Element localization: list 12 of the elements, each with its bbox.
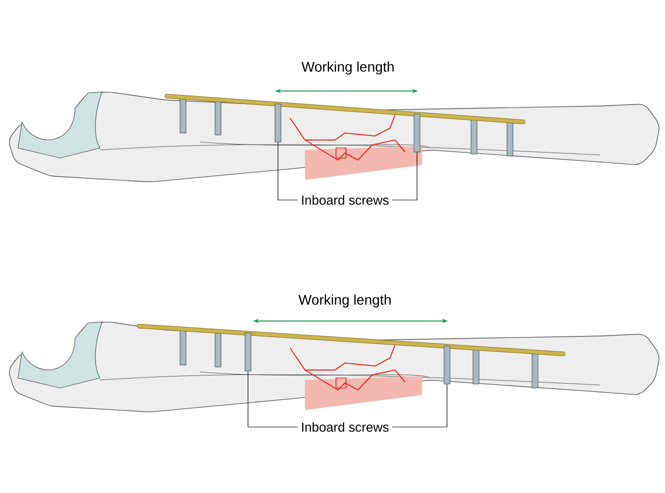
leader-line <box>278 142 298 200</box>
callout-label: Inboard screws <box>298 192 392 208</box>
screw <box>444 346 450 384</box>
screw <box>274 104 282 142</box>
leader-line <box>392 384 448 428</box>
screw <box>244 332 252 372</box>
dimension-label: Working length <box>302 61 394 75</box>
callout-label: Inboard screws <box>298 419 392 435</box>
screw <box>414 114 420 152</box>
leader-line <box>392 152 418 200</box>
dimension-label: Working length <box>298 294 391 308</box>
leader-line <box>248 370 298 428</box>
